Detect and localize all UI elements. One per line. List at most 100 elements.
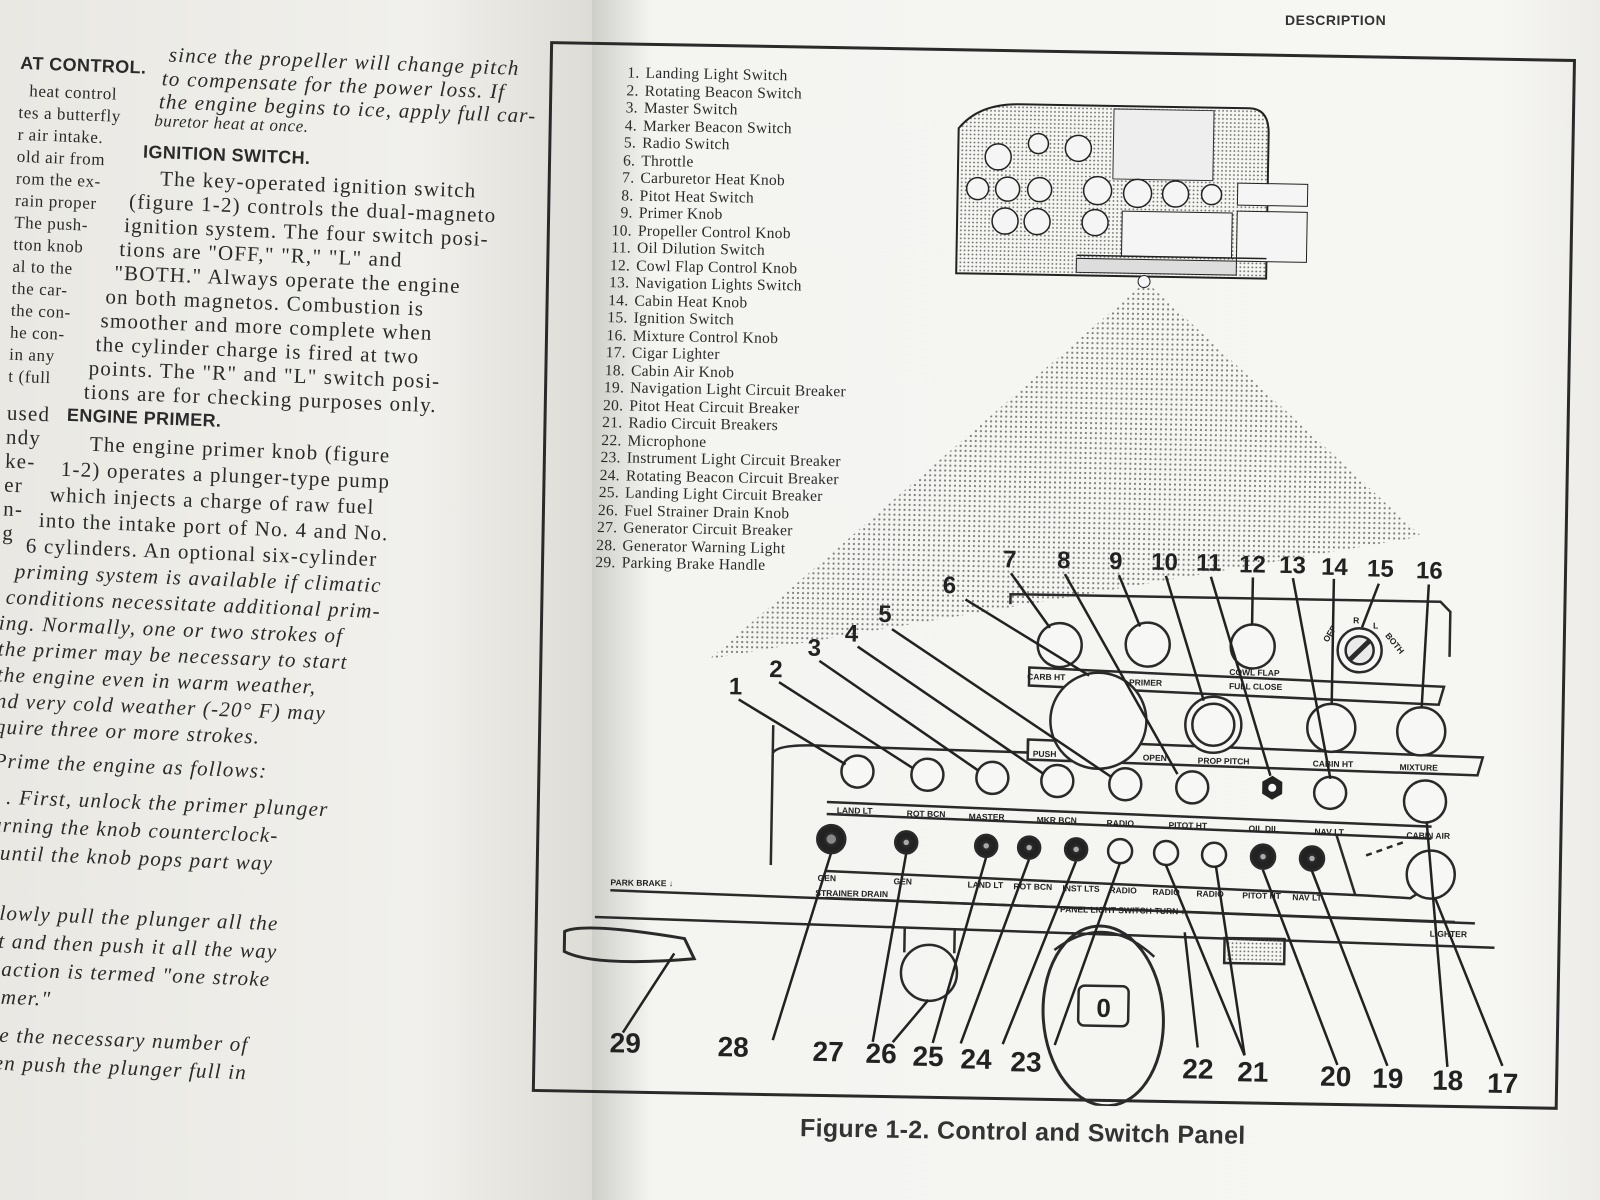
legend-label: Propeller Control Knob [637,222,792,242]
label-land-lt: LAND LT [837,805,874,816]
callout-9: 9 [1109,548,1123,575]
legend-label: Pitot Heat Switch [639,187,755,207]
leader-lines [621,572,1504,1068]
label-cowl-flap: COWL FLAP [1229,667,1280,678]
left-text-line: g [1,520,15,545]
callout-23: 23 [1010,1046,1042,1078]
left-text-line: rimer." [0,984,52,1011]
legend-label: Navigation Lights Switch [635,274,802,295]
label-ign-both: BOTH [1383,631,1406,656]
callout-24: 24 [960,1043,992,1075]
left-text-line: Prime the engine as follows: [0,748,268,783]
legend-number: 10. [611,221,633,240]
legend-label: Cowl Flap Control Knob [636,257,798,277]
figure-1-2: CARB HT PRIMER COWL FLAP FULL CLOSE PUSH… [531,41,1580,1114]
instrument-panel-thumbnail [955,103,1309,288]
callout-7: 7 [1003,546,1017,573]
left-text-line: he con- [9,322,66,344]
left-text-line: er [3,472,24,498]
legend-number: 7. [622,169,635,187]
label-open: OPEN [1143,753,1167,763]
section-header: DESCRIPTION [1285,12,1387,28]
legend-number: 21. [602,414,623,432]
legend-number: 15. [607,309,628,327]
legend-number: 1. [627,64,640,82]
left-text-line: the con- [10,300,72,322]
callout-27: 27 [812,1036,844,1068]
legend-label: Radio Switch [642,134,730,154]
label-pitot-ht-cb: PITOT HT [1242,890,1282,901]
legend-number: 22. [601,431,622,449]
left-text-line: t (full [8,366,52,388]
label-ign-r: R [1353,615,1359,625]
left-text-line: The push- [13,212,89,235]
legend-number: 25. [598,484,620,502]
legend-label: Oil Dilution Switch [636,239,766,259]
legend-number: 26. [597,501,619,519]
left-text-line: heat control [28,81,118,104]
legend-number: 12. [609,256,631,275]
legend-number: 5. [623,134,637,152]
panel-labels: CARB HT PRIMER COWL FLAP FULL CLOSE PUSH… [610,615,1467,1023]
left-page-text: AT CONTROL.since the propeller will chan… [0,0,600,1200]
legend-number: 29. [595,553,616,572]
left-text-line: al to the [12,256,74,279]
left-text-line: used [6,400,51,427]
label-radio-cb2: RADIO [1152,887,1180,897]
callout-21: 21 [1237,1056,1269,1088]
legend-label: Carburetor Heat Knob [640,169,786,190]
callout-29: 29 [609,1027,641,1059]
left-text-line: tes a butterfly [18,102,122,126]
legend-number: 17. [605,344,627,362]
switch-row [840,754,1348,811]
label-carb-ht: CARB HT [1027,672,1066,683]
callout-15: 15 [1367,555,1394,582]
label-mic-zero: 0 [1096,993,1111,1023]
legend-label: Rotating Beacon Switch [644,82,803,102]
callout-17: 17 [1487,1068,1519,1100]
legend-number: 16. [606,326,627,344]
left-text-line: IGNITION SWITCH. [142,141,311,169]
callout-5: 5 [878,601,892,628]
label-prop-pitch: PROP PITCH [1198,756,1250,767]
oil-dilution-toggle [1262,775,1283,800]
legend-label: Generator Warning Light [622,536,786,557]
label-nav-lt-cb: NAV LT [1292,892,1322,903]
left-text-line: the car- [11,278,68,300]
label-land-lt-cb: LAND LT [967,880,1004,891]
legend-label: Cigar Lighter [631,344,720,364]
label-gen-a: GEN [818,873,837,883]
legend-number: 3. [625,99,639,117]
label-full-close: FULL CLOSE [1229,681,1283,692]
label-oil-dil: OIL DIL [1248,823,1278,834]
callout-13: 13 [1279,552,1306,579]
legend-label: Ignition Switch [633,309,735,329]
callout-25: 25 [912,1041,944,1073]
label-mixture: MIXTURE [1400,762,1439,773]
label-panel-light: PANEL LIGHT SWITCH-TURN ↓ [1060,904,1185,916]
legend-number: 27. [596,518,618,537]
legend-label: Cabin Heat Knob [634,292,748,312]
callout-4: 4 [845,620,859,647]
panel-diagram: CARB HT PRIMER COWL FLAP FULL CLOSE PUSH… [562,103,1519,1108]
legend-label: Cabin Air Knob [630,362,735,381]
legend-label: Fuel Strainer Drain Knob [624,501,790,522]
left-text-line: old air from [16,146,106,170]
control-panel [562,592,1495,1108]
legend-label: Master Switch [643,99,738,119]
legend-label: Throttle [641,152,694,171]
legend-label: Radio Circuit Breakers [628,414,779,435]
callout-22: 22 [1182,1053,1214,1085]
legend-label: Mixture Control Knob [632,327,779,347]
legend-number: 18. [604,361,626,379]
callout-28: 28 [717,1031,749,1063]
left-text-line: ndy [5,424,42,450]
label-rot-bcn: ROT BCN [907,808,946,819]
label-cabin-ht: CABIN HT [1313,759,1355,770]
legend-number: 28. [596,536,617,554]
legend-number: 13. [608,274,630,292]
legend-number: 20. [602,396,624,414]
circuit-breaker-row [816,823,1326,872]
callout-12: 12 [1239,551,1266,578]
